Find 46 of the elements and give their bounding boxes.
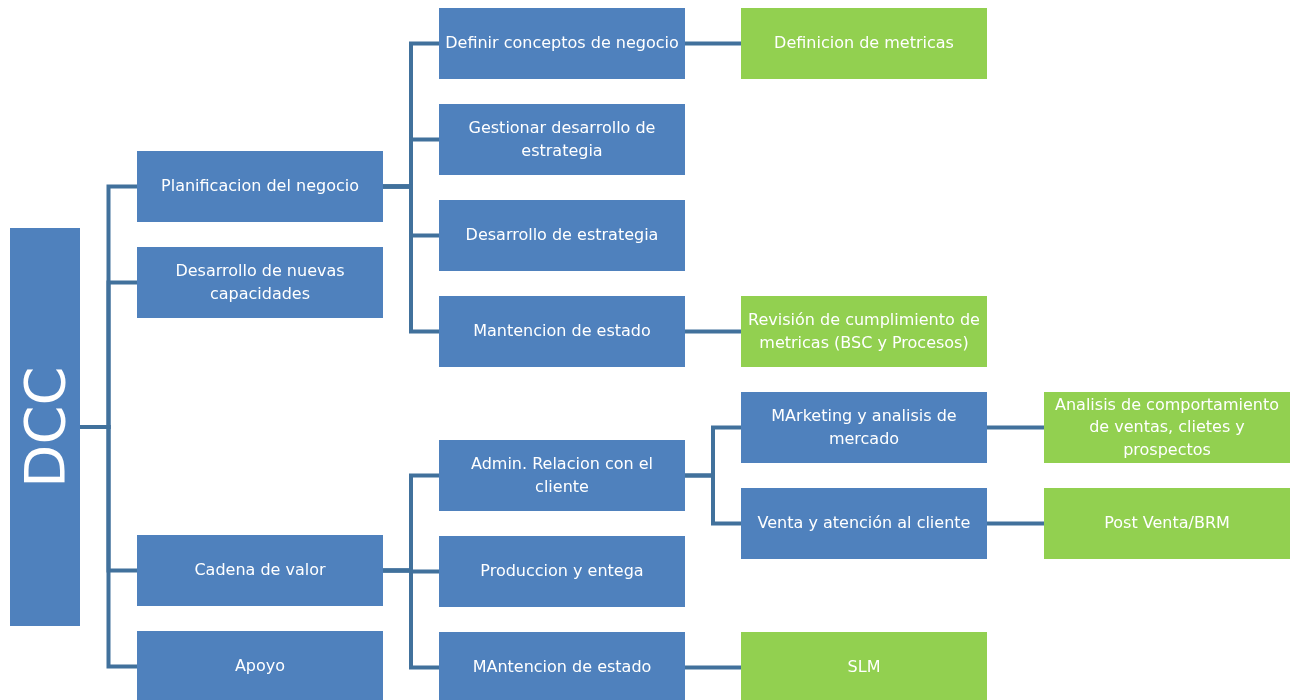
process-box bbox=[439, 536, 685, 607]
box-label: MArketing y analisis de mercado bbox=[770, 405, 958, 450]
box-label: Admin. Relacion con el cliente bbox=[470, 453, 654, 498]
box-label: Gestionar desarrollo de estrategia bbox=[467, 117, 657, 162]
connector-line bbox=[685, 473, 741, 526]
box-label: MAntencion de estado bbox=[472, 656, 652, 679]
process-box bbox=[741, 632, 987, 700]
process-box bbox=[439, 104, 685, 175]
box-label: Definir conceptos de negocio bbox=[445, 32, 679, 55]
connector-line bbox=[987, 521, 1044, 526]
box-label: Analisis de comportamiento de ventas, clietes y prospectos bbox=[1054, 393, 1280, 461]
root-box bbox=[10, 228, 80, 626]
connector-line bbox=[685, 665, 741, 670]
connector-line bbox=[383, 568, 439, 670]
connector-line bbox=[685, 41, 741, 46]
process-box bbox=[439, 296, 685, 367]
connector-line bbox=[383, 184, 439, 334]
process-box bbox=[1044, 488, 1290, 559]
box-label: Mantencion de estado bbox=[473, 320, 651, 343]
box-label: Post Venta/BRM bbox=[1104, 512, 1230, 535]
connector-line bbox=[987, 425, 1044, 430]
process-box bbox=[741, 392, 987, 463]
process-box bbox=[439, 440, 685, 511]
box-label: Desarrollo de estrategia bbox=[465, 224, 659, 247]
box-label: Revisión de cumplimiento de metricas (BSC y Procesos) bbox=[747, 309, 981, 354]
box-label: Venta y atención al cliente bbox=[757, 512, 971, 535]
box-label: Apoyo bbox=[234, 655, 286, 678]
root-label: DCC bbox=[17, 366, 73, 488]
box-label: Planificacion del negocio bbox=[161, 175, 359, 198]
process-box bbox=[137, 247, 383, 318]
box-label: SLM bbox=[847, 656, 881, 679]
box-label: Desarrollo de nuevas capacidades bbox=[174, 260, 346, 305]
box-label: Produccion y entega bbox=[480, 560, 644, 583]
process-box bbox=[137, 535, 383, 606]
process-box bbox=[741, 488, 987, 559]
box-label: Definicion de metricas bbox=[774, 32, 954, 55]
process-box bbox=[741, 296, 987, 367]
connector-line bbox=[685, 329, 741, 334]
connector-line bbox=[80, 425, 137, 669]
process-box bbox=[741, 8, 987, 79]
process-box bbox=[439, 200, 685, 271]
box-label: Cadena de valor bbox=[194, 559, 326, 582]
process-box bbox=[439, 8, 685, 79]
process-box bbox=[137, 151, 383, 222]
process-box bbox=[137, 631, 383, 700]
process-box bbox=[439, 632, 685, 700]
